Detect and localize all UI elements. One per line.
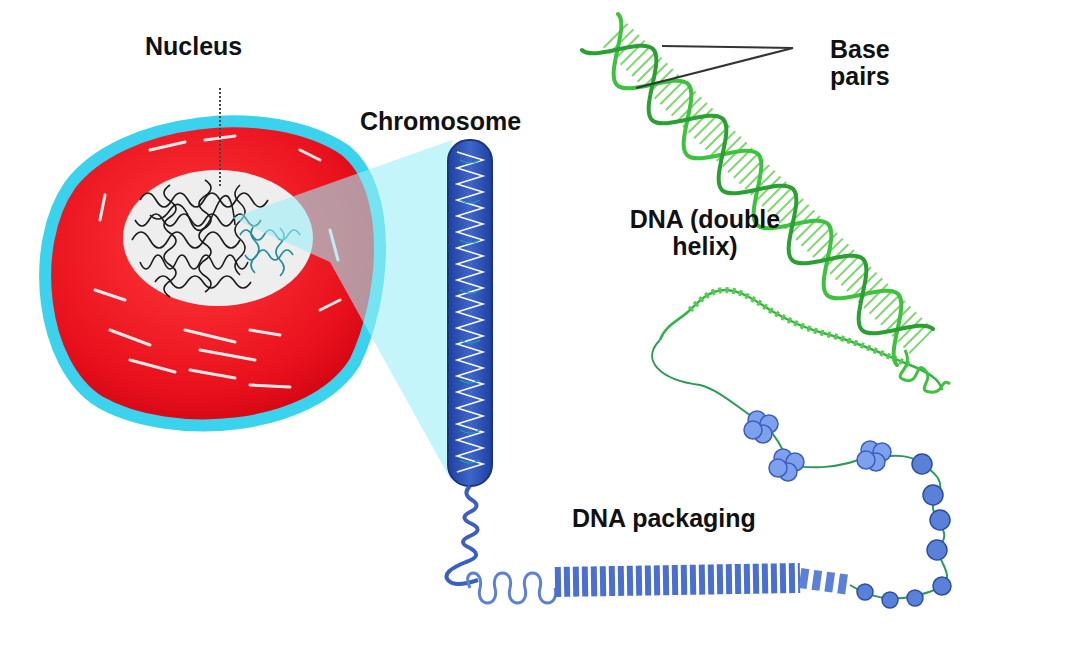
nucleosome-beads bbox=[857, 454, 951, 608]
solenoid-fiber bbox=[555, 578, 800, 582]
structure-label: DNA packaging bbox=[572, 505, 832, 532]
dna-strand bbox=[690, 290, 910, 365]
cytoplasm-marks bbox=[95, 136, 340, 387]
cell-body bbox=[45, 121, 380, 425]
solenoid-fiber-taper bbox=[800, 578, 850, 585]
leader-line bbox=[219, 88, 221, 188]
coil-loops bbox=[468, 573, 556, 603]
leader-line bbox=[636, 48, 793, 88]
chromosome bbox=[448, 140, 492, 486]
structure-label: Nucleus bbox=[145, 33, 305, 60]
dna-double-helix bbox=[582, 14, 933, 365]
structure-label: DNA (double helix) bbox=[600, 206, 810, 260]
chromatin-tail bbox=[446, 486, 478, 584]
dna-coil-end bbox=[900, 350, 950, 392]
chromatin-coil bbox=[457, 152, 483, 472]
chromatin-coil-teal bbox=[460, 160, 480, 463]
nucleosome-clusters bbox=[744, 411, 891, 481]
structure-label: Chromosome bbox=[360, 108, 560, 135]
leader-line bbox=[662, 46, 793, 48]
zoom-wedge bbox=[232, 140, 452, 482]
base-pair-rungs bbox=[615, 35, 925, 345]
chromatin-tangle bbox=[132, 180, 268, 297]
structure-label: Base pairs bbox=[830, 36, 920, 90]
